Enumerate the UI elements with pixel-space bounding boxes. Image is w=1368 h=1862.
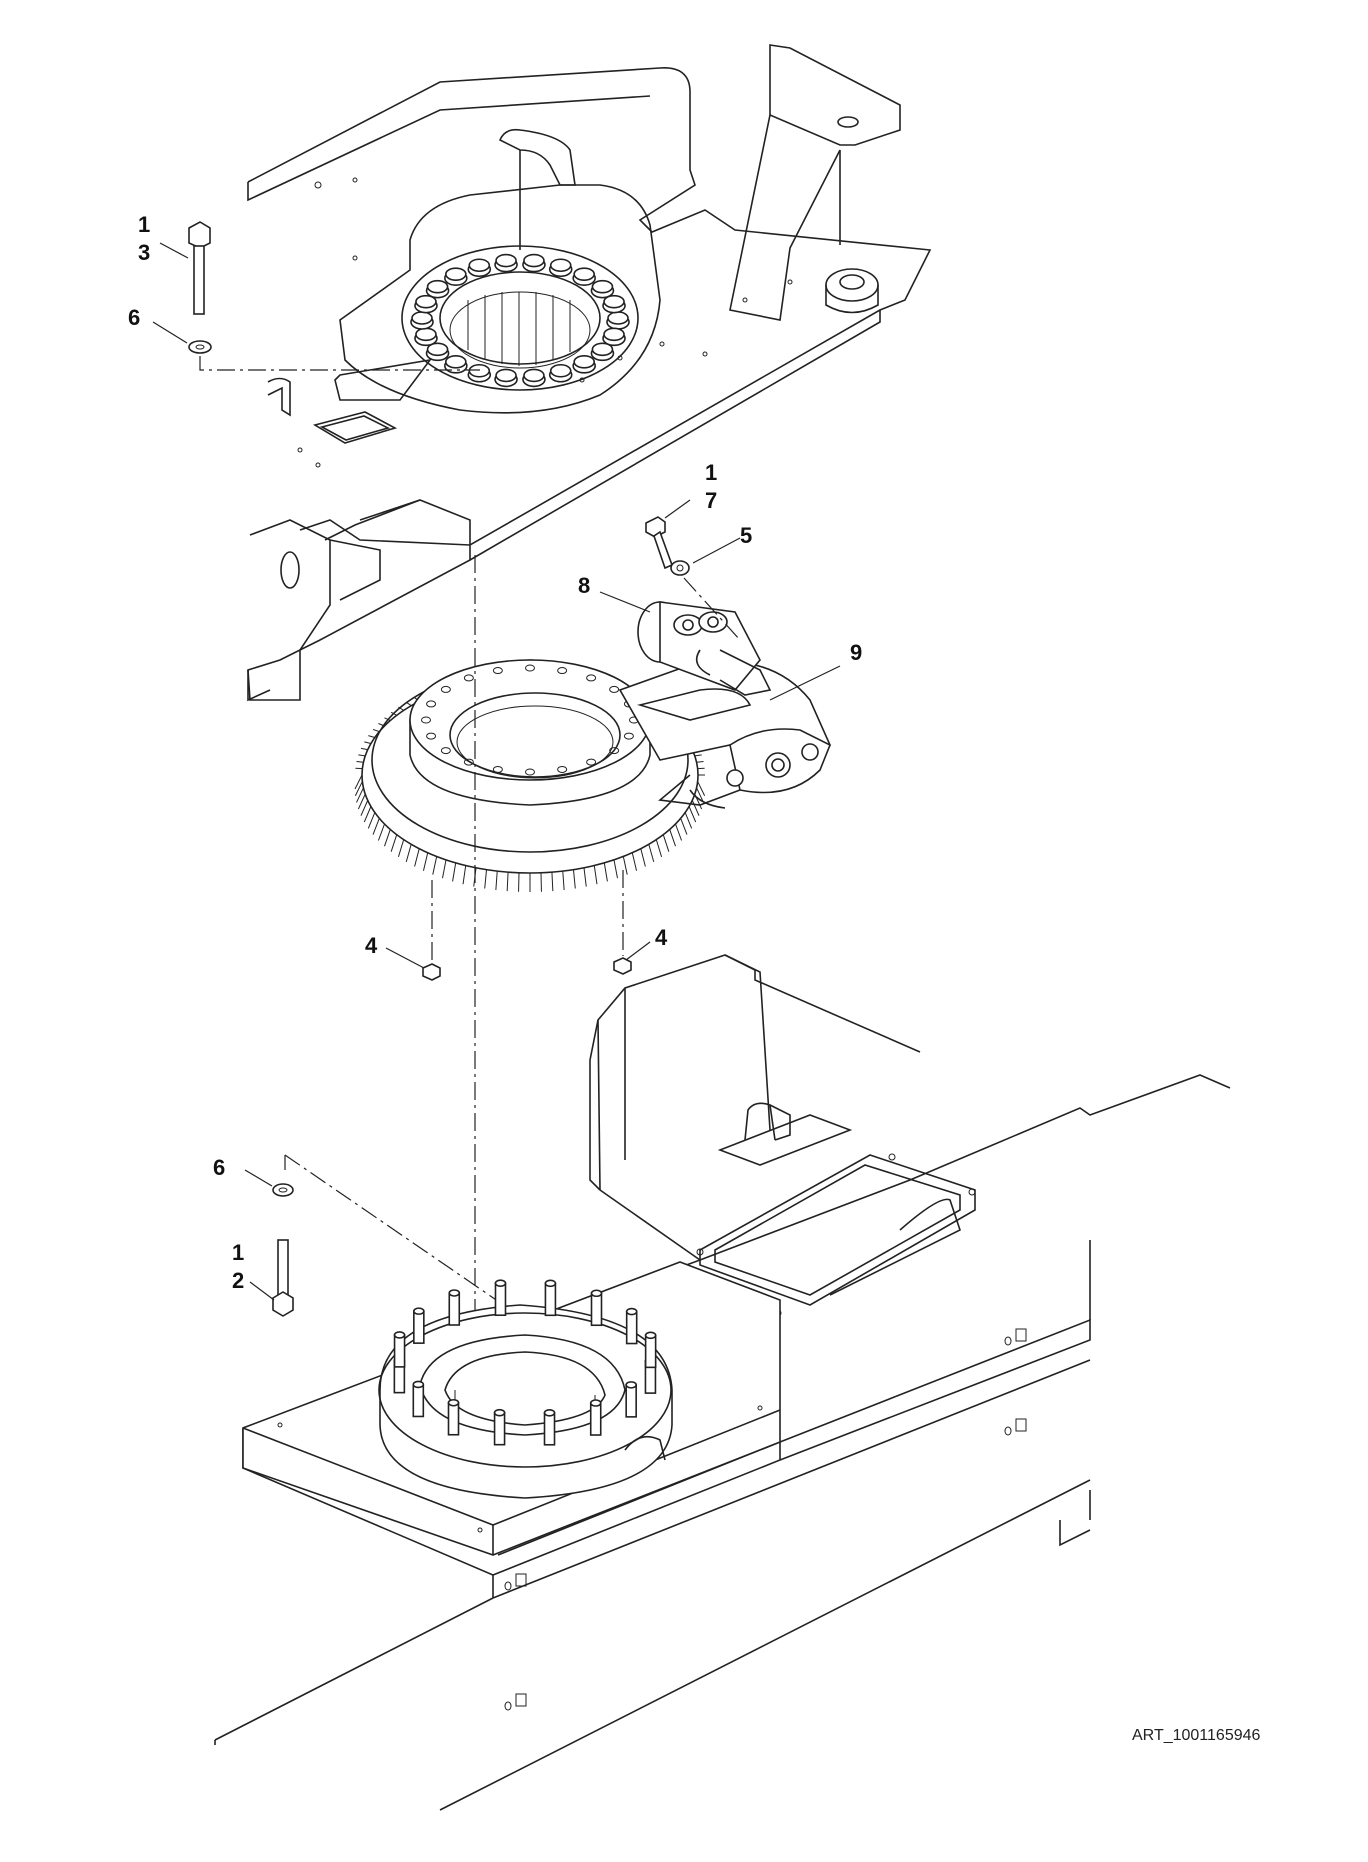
bolt-head-icon [415,328,437,345]
bolt-head-icon [550,365,572,382]
bolt-head-icon [523,255,545,272]
callout-label: 5 [740,523,752,548]
side-slot-icon [1005,1419,1026,1435]
bolt-head-icon [427,281,449,298]
bolt-head-icon [495,255,517,272]
side-slot-icon [505,1574,526,1590]
bearing-mount-bolts [423,870,631,980]
callout-label: 2 [232,1268,244,1293]
stud-icon [448,1400,458,1435]
bolt-head-icon [445,268,467,285]
art-id-label: ART_1001165946 [1132,1727,1261,1744]
lower-chassis-frame [215,955,1230,1810]
stud-icon [591,1400,601,1435]
bolt-head-icon [603,328,625,345]
stud-icon [545,1280,555,1315]
stud-icon [495,1410,505,1445]
callout-label: 4 [365,933,378,958]
stud-icon [646,1332,656,1367]
callout-label: 1 [705,460,717,485]
stud-icon [495,1280,505,1315]
callout-label: 3 [138,240,150,265]
side-slot-icon [505,1694,526,1710]
callout-label: 1 [232,1240,244,1265]
bolt-head-icon [603,296,625,313]
stud-icon [627,1309,637,1344]
stud-icon [414,1308,424,1343]
callout-label: 1 [138,212,150,237]
bolt-head-icon [523,369,545,386]
bolt-head-icon [573,268,595,285]
stud-icon [545,1410,555,1445]
chassis-stud-ring [379,1280,672,1498]
callout-label: 7 [705,488,717,513]
bolt-head-icon [415,296,437,313]
callout-label: 9 [850,640,862,665]
stud-icon [592,1290,602,1325]
bolt-head-icon [550,259,572,276]
bolt-head-icon [468,259,490,276]
stud-icon [413,1381,423,1416]
chassis-bolt-assembly [273,1184,293,1316]
callout-label: 6 [128,305,140,330]
bolt-head-icon [427,343,449,360]
bolt-head-icon [573,356,595,373]
callout-label: 8 [578,573,590,598]
bolt-circle-fasteners [411,255,629,387]
bolt-head-icon [411,312,433,329]
bolt-head-icon [591,343,613,360]
stud-icon [626,1382,636,1417]
bolt-head-icon [468,365,490,382]
upper-turntable-frame [248,45,930,700]
bolt-head-icon [591,281,613,298]
callout-label: 6 [213,1155,225,1180]
stud-icon [395,1332,405,1367]
stud-icon [449,1290,459,1325]
bolt-head-icon [495,369,517,386]
bolt-head-icon [607,312,629,329]
side-slot-icon [1005,1329,1026,1345]
callout-label: 4 [655,925,668,950]
